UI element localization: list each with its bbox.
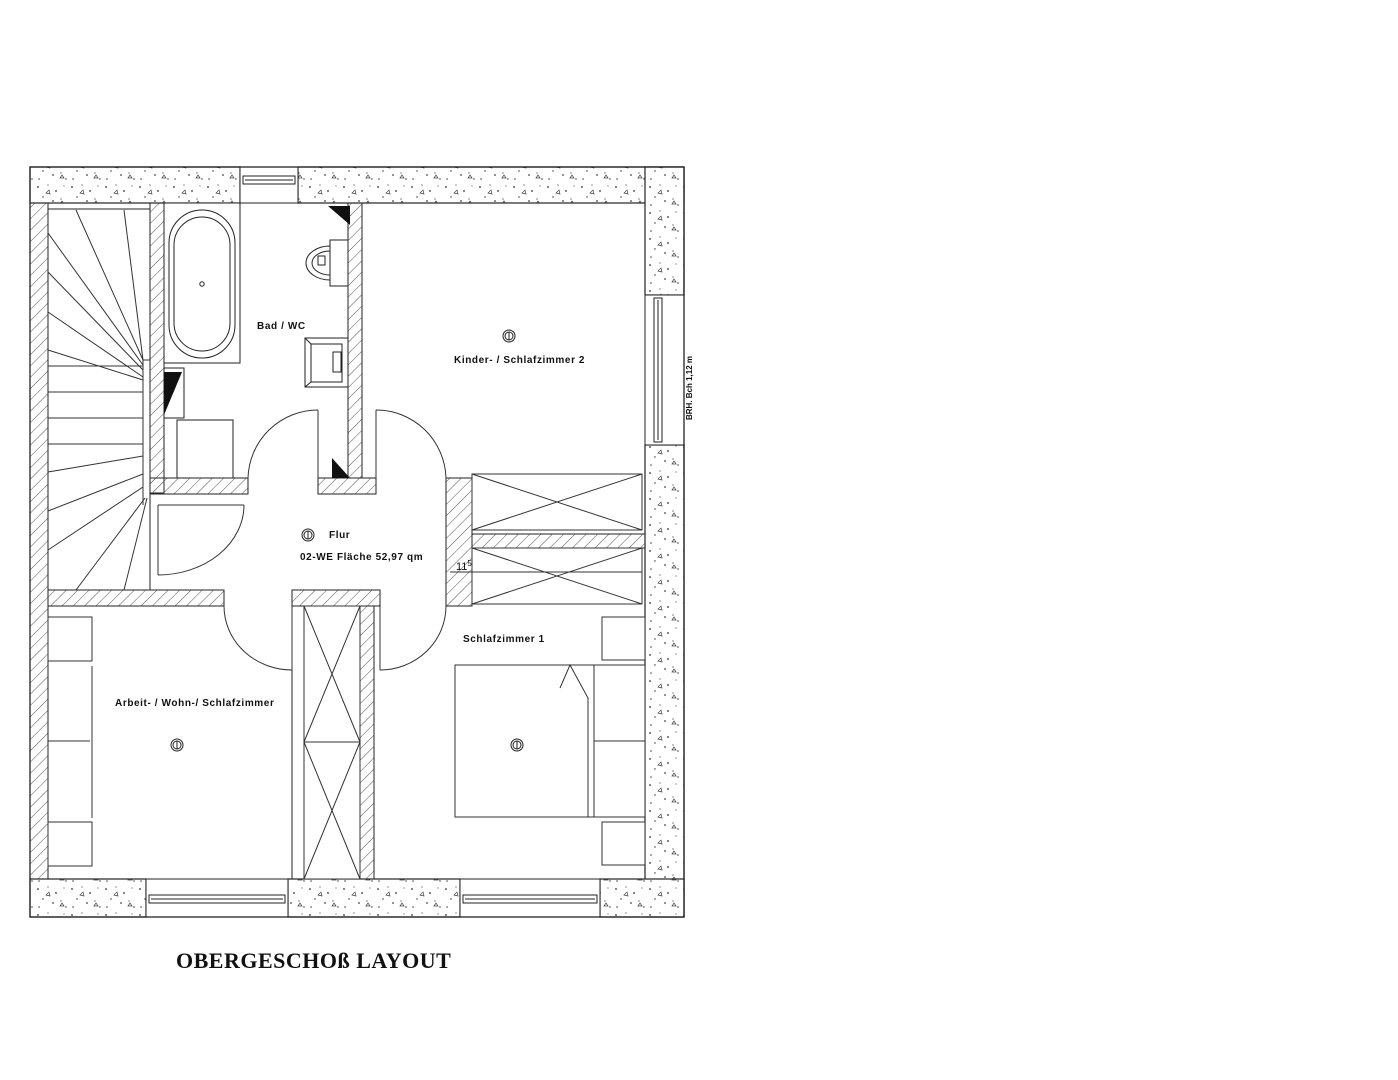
room-label-kinder: Kinder- / Schlafzimmer 2 <box>454 355 585 366</box>
window-bottom-left <box>145 878 289 918</box>
ceiling-outlet-icon <box>510 738 524 752</box>
door-stair-flur <box>157 504 245 576</box>
ceiling-outlet-icon <box>301 528 315 542</box>
sill-height-note: BRH. Bch 1,12 m <box>685 356 694 420</box>
window-top <box>239 166 299 204</box>
room-label-flur: Flur <box>329 530 350 541</box>
door-kinder <box>375 409 447 479</box>
closet-hall <box>291 605 361 880</box>
sofa-arbeit <box>47 616 93 867</box>
window-bottom-right <box>459 878 601 918</box>
drawing-title: OBERGESCHOß LAYOUT <box>176 948 452 973</box>
windows <box>145 166 685 918</box>
wardrobe-schlaf1 <box>450 547 643 605</box>
room-label-arbeit: Arbeit- / Wohn-/ Schlafzimmer <box>115 698 274 709</box>
dimension-label: 115 <box>456 559 472 573</box>
plan-border <box>29 166 685 918</box>
room-label-bad: Bad / WC <box>257 321 306 332</box>
ceiling-outlet-icon <box>502 329 516 343</box>
door-schlaf1 <box>379 605 447 671</box>
bathroom-fixtures <box>163 202 350 479</box>
door-bath <box>247 409 319 479</box>
window-right <box>644 294 685 446</box>
door-arbeit <box>223 605 293 671</box>
bed-schlaf1 <box>454 616 646 866</box>
room-arbeit: Arbeit- / Wohn-/ Schlafzimmer <box>115 698 274 752</box>
wardrobe-kinder <box>471 473 643 531</box>
exterior-walls <box>29 166 685 918</box>
ceiling-outlet-icon <box>170 738 184 752</box>
area-note: 02-WE Fläche 52,97 qm <box>300 552 423 563</box>
staircase <box>47 208 151 591</box>
room-flur: Flur 02-WE Fläche 52,97 qm <box>300 528 423 563</box>
room-label-schlaf1: Schlafzimmer 1 <box>463 634 545 645</box>
room-bad: Bad / WC <box>257 321 306 332</box>
room-schlaf1: Schlafzimmer 1 <box>463 634 545 752</box>
room-kinder: Kinder- / Schlafzimmer 2 <box>454 329 585 366</box>
